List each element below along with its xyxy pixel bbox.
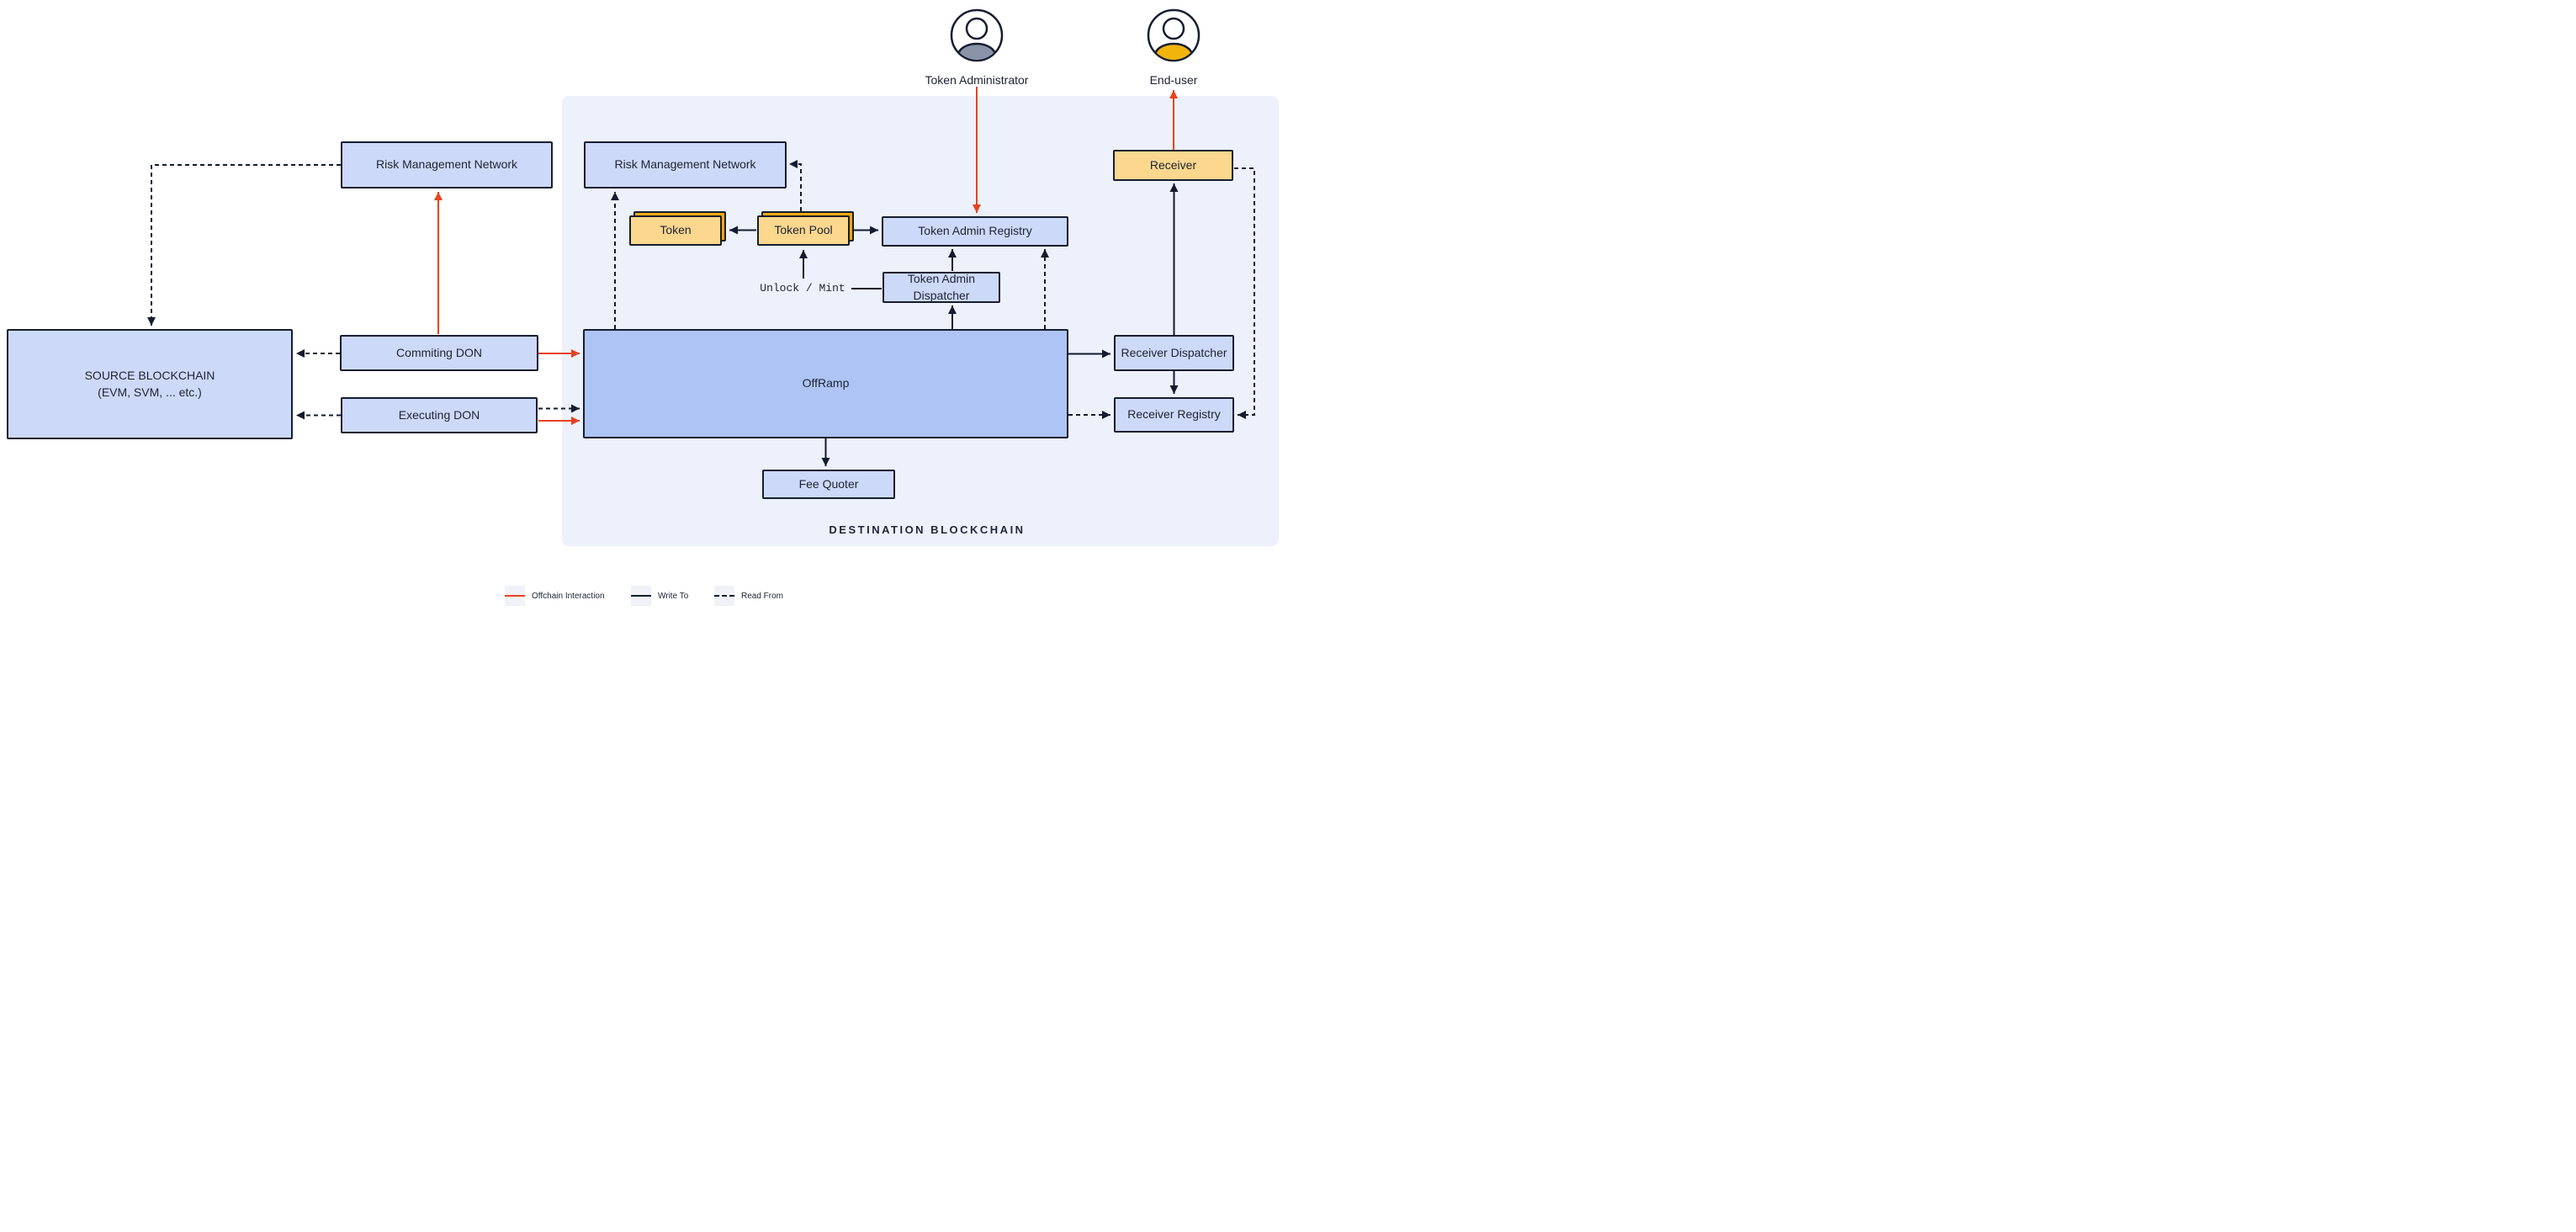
source-blockchain-label-line1: SOURCE BLOCKCHAIN (84, 368, 215, 382)
read-from-line-icon (714, 595, 734, 597)
node-receiver-registry: Receiver Registry (1114, 397, 1234, 433)
fee-quoter-label: Fee Quoter (798, 476, 859, 491)
end-user-label: End-user (1149, 73, 1198, 87)
legend-label-read-from: Read From (741, 592, 784, 601)
token-pool-label: Token Pool (774, 223, 833, 237)
source-blockchain-label-line2: (EVM, SVM, ... etc.) (98, 385, 202, 399)
node-risk-management-network-source: Risk Management Network (341, 141, 553, 189)
node-commiting-don: Commiting DON (340, 335, 538, 371)
destination-blockchain-label: DESTINATION BLOCKCHAIN (829, 523, 1026, 536)
node-source-blockchain: SOURCE BLOCKCHAIN (EVM, SVM, ... etc.) (7, 329, 293, 439)
node-token-admin-registry: Token Admin Registry (882, 216, 1068, 247)
token-admin-registry-label: Token Admin Registry (918, 224, 1032, 238)
commiting-don-label: Commiting DON (396, 345, 482, 359)
token-stack-front: Token (629, 215, 722, 246)
legend-label-offchain-interaction: Offchain Interaction (532, 592, 605, 601)
offramp-label: OffRamp (802, 376, 850, 390)
node-receiver-dispatcher: Receiver Dispatcher (1114, 335, 1234, 371)
legend-swatch-offchain-interaction (505, 586, 525, 606)
node-token-admin-dispatcher: Token Admin Dispatcher (883, 272, 1000, 303)
node-fee-quoter: Fee Quoter (762, 470, 895, 499)
node-risk-management-network-dest: Risk Management Network (584, 141, 787, 189)
legend-swatch-read-from (714, 586, 734, 606)
ccip-architecture-diagram: Token Administrator End-user SOURCE BLOC… (0, 0, 1288, 616)
legend: Offchain Interaction Write To Read From (0, 581, 1288, 611)
executing-don-label: Executing DON (398, 407, 480, 422)
unlock-mint-label: Unlock / Mint (760, 282, 845, 295)
token-administrator-label: Token Administrator (925, 73, 1029, 87)
risk-management-network-source-label: Risk Management Network (375, 157, 518, 172)
token-admin-dispatcher-label: Token Admin Dispatcher (907, 271, 976, 302)
node-offramp: OffRamp (583, 329, 1068, 438)
legend-label-write-to: Write To (658, 592, 689, 601)
receiver-dispatcher-label: Receiver Dispatcher (1121, 345, 1227, 359)
token-label: Token (660, 223, 692, 237)
write-to-line-icon (631, 595, 651, 597)
offchain-interaction-line-icon (505, 595, 525, 597)
end-user-icon (1147, 8, 1201, 62)
receiver-label: Receiver (1149, 157, 1197, 172)
edge-risk-management-network-to-source-blockchain (147, 164, 341, 326)
risk-management-network-dest-label: Risk Management Network (614, 157, 756, 172)
token-pool-stack-front: Token Pool (757, 215, 850, 246)
node-receiver: Receiver (1113, 150, 1233, 181)
legend-swatch-write-to (631, 586, 651, 606)
node-executing-don: Executing DON (341, 397, 538, 433)
token-administrator-icon (950, 8, 1004, 62)
receiver-registry-label: Receiver Registry (1127, 407, 1221, 422)
